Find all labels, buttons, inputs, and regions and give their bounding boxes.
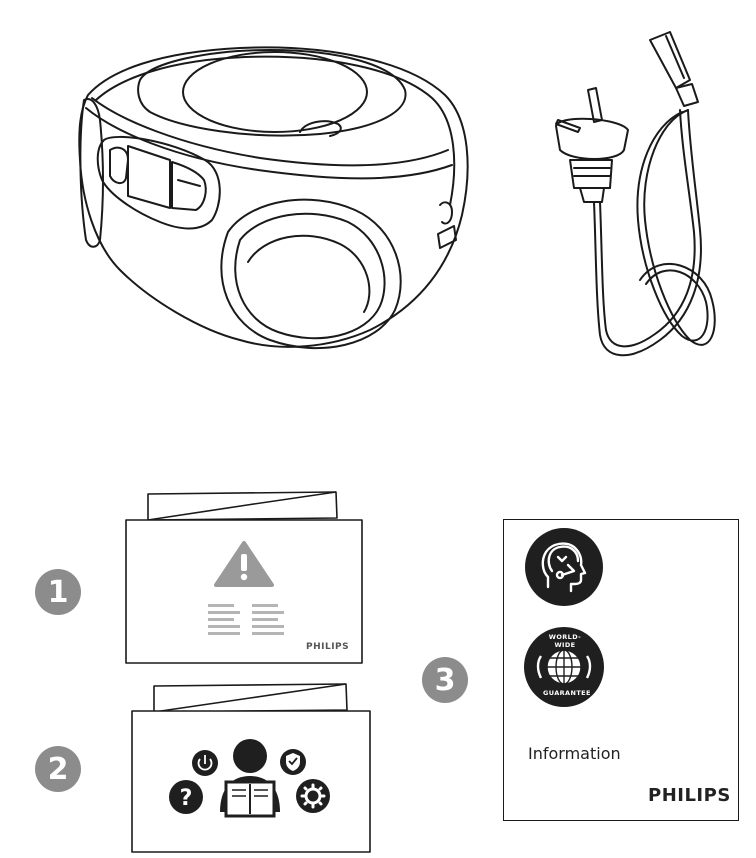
boombox-illustration bbox=[78, 46, 469, 350]
guarantee-text: GUARANTEE bbox=[543, 689, 591, 697]
gear-icon bbox=[296, 779, 330, 813]
power-icon bbox=[192, 750, 218, 776]
step-badge-1: 1 bbox=[35, 569, 81, 615]
card-brand-logo: PHILIPS bbox=[648, 785, 731, 806]
leaflet-brand-logo: PHILIPS bbox=[306, 642, 350, 652]
support-headset-icon bbox=[525, 528, 603, 606]
svg-text:?: ? bbox=[180, 786, 193, 811]
step-badge-2: 2 bbox=[35, 746, 81, 792]
shield-check-icon bbox=[280, 749, 306, 775]
world-wide-text: WORLD-WIDE bbox=[548, 633, 582, 649]
world-wide-guarantee-icon bbox=[524, 627, 604, 707]
power-cord-illustration bbox=[555, 31, 716, 357]
help-icon: ? bbox=[169, 780, 203, 814]
reader-icon bbox=[220, 739, 280, 818]
text-lines-icon bbox=[208, 604, 284, 635]
step-badge-3: 3 bbox=[422, 657, 468, 703]
information-label: Information bbox=[528, 744, 621, 763]
